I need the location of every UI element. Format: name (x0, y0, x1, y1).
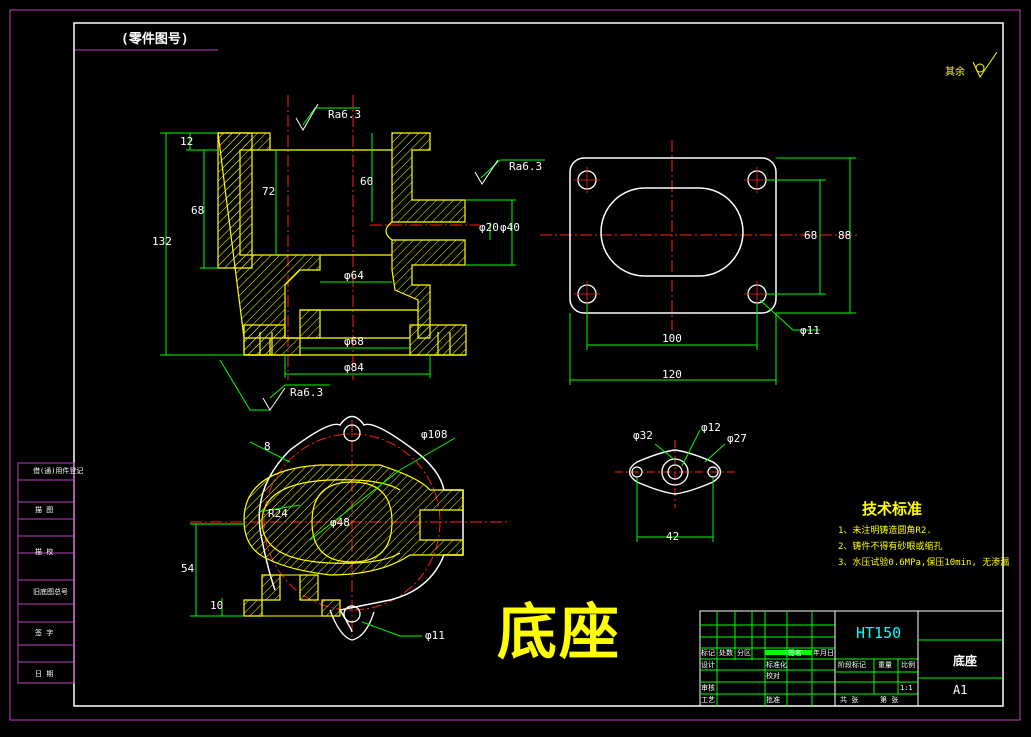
dim-bl-phi11: φ11 (425, 629, 445, 642)
tb-label-mark: 标记 (701, 649, 715, 657)
tb-label-stage: 阶段标记 (838, 661, 866, 669)
dim-phi64: φ64 (344, 269, 364, 282)
tb-label-date: 年月日 (813, 649, 834, 657)
dim-phi48: φ48 (330, 516, 350, 529)
top-view (540, 140, 860, 385)
tb-label-design: 设计 (701, 661, 715, 669)
tb-label-sheetno: 第 张 (880, 696, 899, 704)
dim-phi40: φ40 (500, 221, 520, 234)
dim-phi68: φ68 (344, 335, 364, 348)
dim-ra-3: Ra6.3 (290, 386, 324, 399)
notes-item-2: 2、铸件不得有砂眼或缩孔 (838, 542, 943, 552)
notes-item-3: 3、水压试验0.6MPa,保压10min, 无渗漏 (838, 558, 1010, 568)
side-panel-label-4: 旧底图总号 (33, 588, 68, 596)
tb-sheet: A1 (953, 683, 968, 697)
dim-top-88: 88 (838, 229, 852, 242)
dim-top-120: 120 (662, 368, 682, 381)
side-panel-label-3: 描 校 (35, 548, 54, 556)
dim-ra-1: Ra6.3 (328, 108, 362, 121)
dim-phi12: φ12 (701, 421, 721, 434)
tb-label-weight: 重量 (878, 661, 892, 669)
dim-top-68: 68 (804, 229, 818, 242)
side-view (190, 415, 510, 641)
sheet-border (9, 9, 1021, 721)
side-panel-grid (17, 462, 75, 684)
side-panel-label-1: 借(通)用件登记 (33, 467, 84, 475)
side-panel-label-5: 签 字 (35, 629, 54, 637)
dim-60: 60 (360, 175, 374, 188)
notes-title: 技术标准 (862, 500, 923, 518)
dim-42: 42 (666, 530, 680, 543)
dim-r24: R24 (268, 507, 288, 520)
tb-label-total: 共 张 (840, 696, 859, 704)
tb-label-review: 审核 (701, 684, 715, 692)
part-name-big: 底座 (497, 598, 621, 668)
dim-54: 54 (181, 562, 195, 575)
tb-label-approve: 批准 (766, 696, 780, 704)
tb-label-scale: 比例 (901, 661, 915, 669)
dim-top-phi11: φ11 (800, 324, 820, 337)
tb-label-process: 工艺 (701, 696, 715, 704)
roughness-other-label: 其余 (945, 67, 965, 78)
part-number-label: (零件图号) (121, 32, 189, 47)
dim-phi108: φ108 (421, 428, 448, 441)
dim-68: 68 (191, 204, 205, 217)
dim-ra-2: Ra6.3 (509, 160, 543, 173)
dim-10: 10 (210, 599, 224, 612)
dim-12: 12 (180, 135, 194, 148)
tb-label-check: 校对 (766, 672, 780, 680)
side-panel-label-6: 日 期 (35, 670, 54, 678)
side-panel-label-2: 描 图 (35, 506, 54, 514)
tb-label-zone: 分区 (737, 649, 751, 657)
dim-top-100: 100 (662, 332, 682, 345)
dim-8: 8 (264, 440, 271, 453)
section-view (160, 95, 545, 411)
tb-material: HT150 (856, 624, 902, 642)
dim-phi32: φ32 (633, 429, 653, 442)
notes-item-1: 1、未注明铸造圆角R2. (838, 526, 932, 536)
roughness-other-symbol (972, 51, 998, 79)
tb-part-name: 底座 (953, 654, 978, 668)
tb-scale: 1:1 (900, 684, 913, 692)
dim-132: 132 (152, 235, 172, 248)
dim-72: 72 (262, 185, 276, 198)
dim-phi27: φ27 (727, 432, 747, 445)
flange-view (615, 429, 735, 542)
tb-label-count: 处数 (719, 649, 733, 657)
dim-phi20: φ20 (479, 221, 499, 234)
tb-label-sign: 签名 (788, 649, 802, 657)
tb-label-standard: 标准化 (766, 661, 787, 669)
drawing-frame (73, 22, 1004, 707)
title-block-grid (699, 610, 1004, 707)
dim-phi84: φ84 (344, 361, 364, 374)
